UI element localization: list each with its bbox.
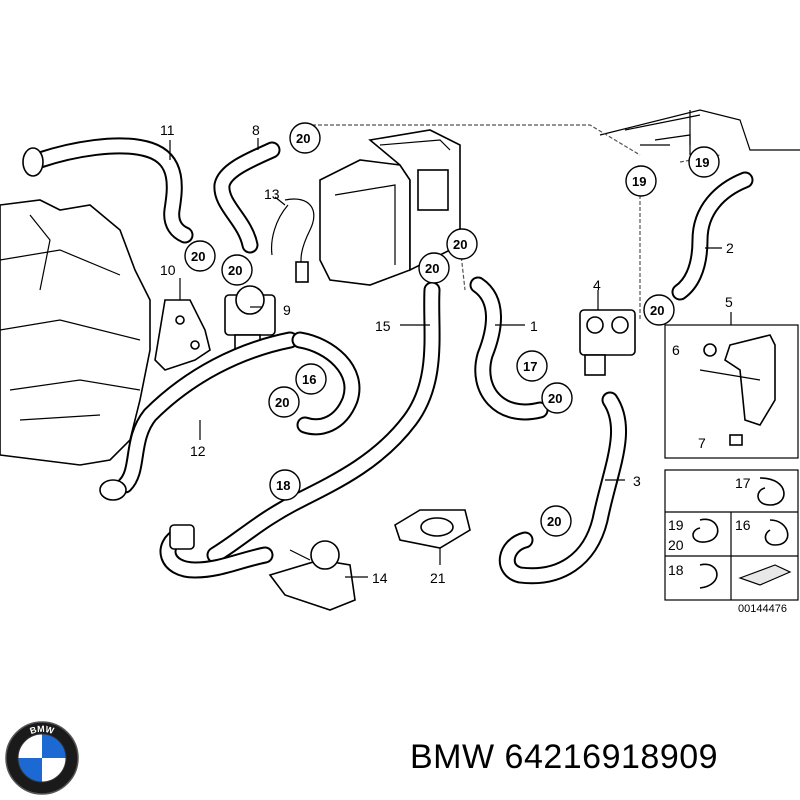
circle-label-20-d: 20	[446, 228, 478, 260]
label-2: 2	[726, 240, 734, 256]
pump-14	[268, 540, 356, 611]
circle-label-20-g: 20	[541, 382, 573, 414]
bracket-10	[154, 299, 211, 371]
valve-4	[579, 309, 636, 376]
legend-20: 20	[668, 537, 684, 553]
hose-8	[213, 141, 281, 254]
svg-text:20: 20	[453, 237, 467, 252]
svg-text:20: 20	[548, 391, 562, 406]
circle-label-19-a: 19	[625, 165, 657, 197]
svg-text:20: 20	[275, 395, 289, 410]
hose-connector	[159, 524, 274, 579]
circle-label-17: 17	[516, 350, 548, 382]
hose-2	[671, 171, 754, 301]
part-labels: 11 8 13 10 9 12 15 1 4 2 5 6 7 3 14 21	[160, 122, 734, 586]
engine-block	[0, 199, 151, 466]
circled-labels: 20 20 20 20 20 20 20 20 20 16 17 18 19 1…	[184, 122, 720, 537]
label-3: 3	[633, 473, 641, 489]
logo-letters: BMW	[29, 724, 56, 736]
hose-16	[291, 331, 361, 436]
label-6: 6	[672, 342, 680, 358]
label-13: 13	[264, 186, 280, 202]
product-title: BMW 64216918909	[410, 738, 718, 777]
part-number: 64216918909	[504, 738, 719, 776]
svg-text:20: 20	[191, 249, 205, 264]
reference-code: 00144476	[738, 603, 787, 615]
hose-12	[99, 331, 299, 501]
legend-16: 16	[735, 517, 751, 533]
label-11: 11	[160, 122, 175, 138]
label-10: 10	[160, 262, 176, 278]
leader-lines	[169, 138, 732, 578]
bmw-logo: BMW	[5, 721, 79, 795]
circle-label-18: 18	[269, 469, 301, 501]
circle-label-20-a: 20	[289, 122, 321, 154]
label-7: 7	[698, 435, 706, 451]
svg-text:20: 20	[296, 131, 310, 146]
circle-label-19-b: 19	[688, 146, 720, 178]
circle-label-20-e: 20	[418, 252, 450, 284]
svg-text:18: 18	[276, 478, 290, 493]
legend-17: 17	[735, 475, 751, 491]
detail-box-5	[664, 324, 799, 459]
circle-label-20-c: 20	[221, 254, 253, 286]
hose-3	[498, 391, 628, 585]
label-12: 12	[190, 443, 206, 459]
svg-text:BMW: BMW	[29, 724, 56, 736]
hose-15	[206, 281, 441, 564]
svg-text:20: 20	[650, 303, 664, 318]
legend-19: 19	[668, 517, 684, 533]
legend-labels: 17 19 20 16 18	[668, 475, 751, 578]
svg-text:17: 17	[523, 359, 537, 374]
label-5: 5	[725, 294, 733, 310]
label-14: 14	[372, 570, 388, 586]
firewall-bracket	[599, 109, 800, 155]
legend-18: 18	[668, 562, 684, 578]
label-1: 1	[530, 318, 538, 334]
label-21: 21	[430, 570, 446, 586]
circle-label-20-b: 20	[184, 240, 216, 272]
label-15: 15	[375, 318, 391, 334]
svg-text:19: 19	[632, 174, 646, 189]
circle-label-16: 16	[295, 363, 327, 395]
circle-label-20-i: 20	[540, 505, 572, 537]
clamp-legend: 00144476	[664, 469, 799, 615]
label-4: 4	[593, 277, 601, 293]
auxiliary-heater	[319, 129, 461, 286]
circle-label-20-h: 20	[643, 294, 675, 326]
svg-text:20: 20	[228, 263, 242, 278]
svg-text:19: 19	[695, 155, 709, 170]
sensor-13	[270, 198, 315, 283]
label-9: 9	[283, 302, 291, 318]
label-8: 8	[252, 122, 260, 138]
brand-name: BMW	[410, 738, 495, 776]
gasket-21	[394, 509, 471, 549]
hose-11	[22, 137, 194, 244]
svg-text:20: 20	[547, 514, 561, 529]
circle-label-20-f: 20	[268, 386, 300, 418]
hose-1	[469, 276, 549, 421]
svg-text:20: 20	[425, 261, 439, 276]
svg-text:16: 16	[302, 372, 316, 387]
